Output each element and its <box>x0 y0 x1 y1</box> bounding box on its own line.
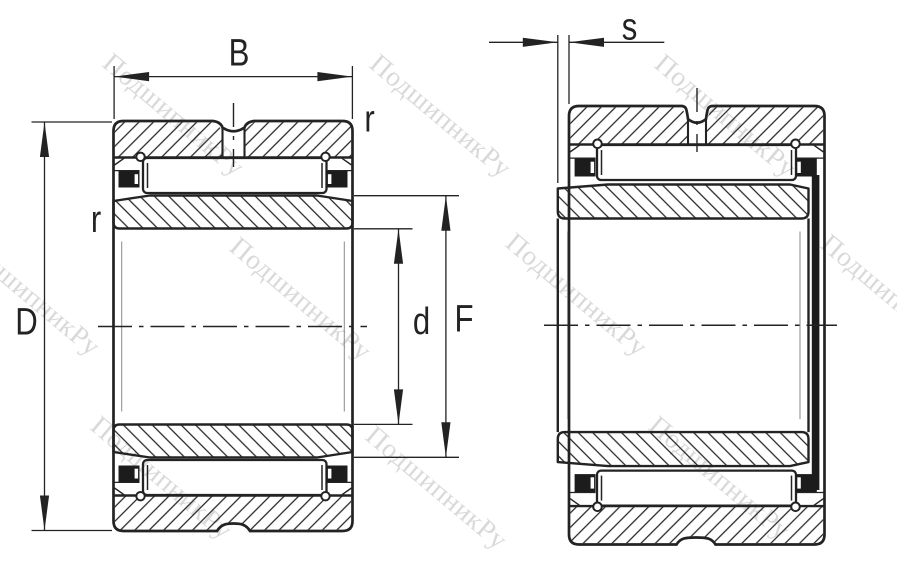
cage-pin-circle <box>135 151 146 163</box>
dim-s-arrow-left <box>522 37 558 47</box>
seal-edge-band <box>811 175 820 490</box>
cage-pin-circle <box>135 491 146 502</box>
dimension-annotations-left: B D d F r r <box>15 33 474 532</box>
outer-ring-hatch-bottom <box>114 495 352 530</box>
seal-slot <box>797 161 801 173</box>
seal-slot <box>134 174 139 184</box>
seal-block <box>574 158 596 177</box>
outer-ring-hatch-top-right <box>244 122 352 158</box>
dim-D-arrow-top <box>39 122 50 157</box>
dim-d-arrow-bottom <box>393 389 404 425</box>
outer-ring-outline <box>112 119 354 533</box>
outer-ring-lip-chamfer <box>114 487 125 496</box>
dim-F-arrow-top <box>441 195 451 231</box>
cage-pin-circle <box>320 151 331 163</box>
dim-d-arrow-top <box>393 228 404 264</box>
outer-ring-hatch-top-left <box>114 122 223 158</box>
outer-ring-hatch-top-left <box>570 107 688 145</box>
outer-ring-lip-chamfer <box>569 144 580 153</box>
outer-ring-lip-chamfer <box>114 157 125 166</box>
outer-ring-lip-chamfer <box>813 498 824 506</box>
outer-ring-hatch-bottom <box>570 506 824 544</box>
cage-pin-circle <box>790 501 801 513</box>
seal-block <box>795 158 817 177</box>
bearing-section-left-view <box>98 103 367 533</box>
outer-ring-outline <box>567 104 826 546</box>
bearing-section-right-view <box>544 88 837 546</box>
seal-slot <box>590 161 595 173</box>
dim-label-s: s <box>622 7 638 49</box>
dim-label-B: B <box>229 33 250 75</box>
seal-slot <box>327 174 332 184</box>
dim-label-r-right: r <box>364 99 374 141</box>
watermark-text: ПодшипникРу <box>364 47 518 183</box>
seal-block <box>326 171 348 188</box>
dim-label-d: d <box>413 301 430 343</box>
seal-slot <box>590 477 595 489</box>
seal-block <box>118 171 140 188</box>
dim-B-arrow-left <box>114 72 150 82</box>
dim-B-arrow-right <box>317 72 353 82</box>
outer-ring-lip-chamfer <box>341 157 352 166</box>
cage-pin-circle <box>320 491 331 502</box>
inner-ring-section-bottom <box>112 423 354 459</box>
cage-pin-circle <box>592 501 603 513</box>
watermark-text: ПодшипникРу <box>815 227 897 363</box>
dim-D-arrow-bottom <box>39 495 50 531</box>
dim-F-arrow-bottom <box>441 422 451 458</box>
watermark-text: ПодшипникРу <box>360 419 514 555</box>
seal-slot <box>797 477 801 489</box>
dimension-annotations-right: s <box>489 7 665 183</box>
seal-slot <box>327 468 332 479</box>
dim-label-F: F <box>454 299 473 341</box>
seal-block <box>574 474 596 493</box>
outer-ring-lip-chamfer <box>813 144 824 153</box>
dim-s-arrow-right <box>569 37 604 47</box>
outer-ring-hatch-top-right <box>706 107 824 145</box>
outer-ring-lip-chamfer <box>341 487 352 496</box>
inner-ring-section-top <box>112 194 354 230</box>
outer-ring-lip-chamfer <box>569 498 580 506</box>
dim-label-D: D <box>15 302 38 344</box>
seal-slot <box>134 468 139 479</box>
watermark-text: ПодшипникРу <box>500 226 654 362</box>
seal-block <box>795 474 817 493</box>
cage-pin-circle <box>592 138 603 150</box>
watermark-text: ПодшипникРу <box>224 230 378 366</box>
dim-label-r-left: r <box>91 199 101 241</box>
inner-ring-section-top <box>556 183 810 220</box>
seal-block <box>118 465 140 482</box>
seal-block <box>326 465 348 482</box>
cage-pin-circle <box>790 138 801 150</box>
inner-ring-section-bottom <box>556 430 810 468</box>
